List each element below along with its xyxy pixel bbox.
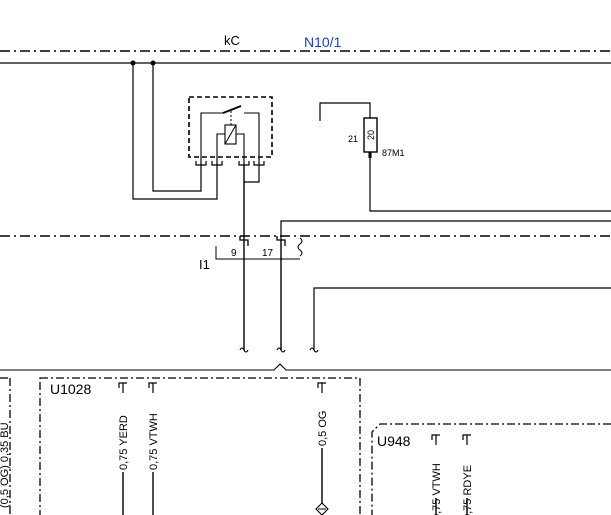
wire	[319, 102, 371, 121]
left-edge-wire-label: (0,5 OG) 0,35 BU	[0, 422, 11, 508]
relay-box	[188, 96, 273, 158]
wire-break	[309, 347, 319, 353]
fuse-inside-number: 20	[366, 130, 376, 140]
wire-break	[276, 347, 286, 353]
wire-terminal	[462, 434, 471, 445]
u1028-wire1-label: 0,75 YERD	[118, 415, 130, 470]
connector-i1-bracket	[215, 246, 300, 260]
connector-i1-pins	[239, 236, 286, 246]
wire-terminal	[317, 382, 326, 393]
wire-terminal	[431, 434, 440, 445]
wire	[152, 63, 202, 192]
relay-coil-wire	[216, 133, 225, 157]
bus-label: kC	[224, 33, 240, 48]
wire	[132, 63, 218, 200]
relay-contact-wire	[200, 112, 223, 157]
connector-pin-a: 9	[231, 248, 237, 259]
wire-terminal	[118, 382, 127, 393]
relay-coil-diag	[224, 124, 237, 145]
harness-separator	[0, 363, 611, 371]
harness-u948-box	[371, 423, 611, 515]
harness-u948-name: U948	[377, 433, 411, 449]
connector-squiggle	[297, 237, 303, 257]
module-label: N10/1	[304, 34, 342, 50]
wire-break	[239, 347, 249, 353]
u948-wire1-label: 0,75 VTWH	[431, 463, 443, 515]
fuse-code: 87M1	[382, 148, 405, 158]
relay-contact-wire	[244, 112, 260, 157]
fuse-left-number: 21	[348, 134, 358, 144]
connector-name: I1	[199, 257, 210, 272]
ground-connector-icon	[315, 502, 329, 515]
relay-pins	[195, 157, 265, 166]
relay-coil-wire	[236, 133, 245, 157]
wire	[313, 287, 611, 350]
u1028-wire3-label: 0,5 OG	[317, 411, 329, 446]
wire	[280, 220, 611, 240]
wire-terminal	[148, 382, 157, 393]
u948-wire2-label: 0,75 RDYE	[462, 465, 474, 515]
u1028-wire2-label: 0,75 VTWH	[148, 413, 160, 470]
wire	[244, 165, 260, 183]
relay-switch	[222, 105, 242, 114]
harness-u1028-name: U1028	[50, 381, 91, 397]
connector-pin-b: 17	[262, 248, 274, 259]
wire	[369, 158, 611, 212]
harness-u1028-box	[39, 377, 361, 515]
